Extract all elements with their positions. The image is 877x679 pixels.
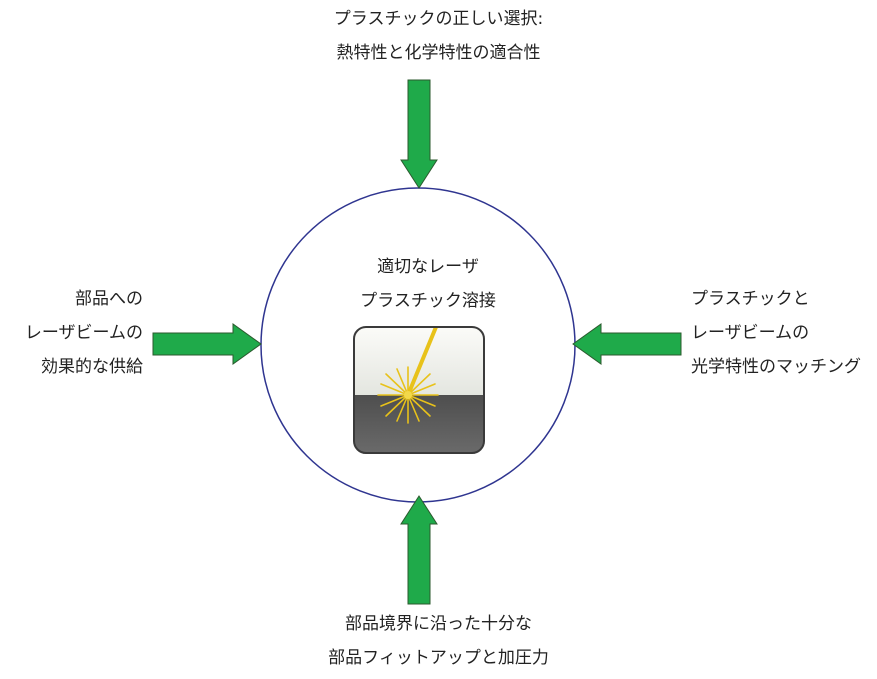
top-label: プラスチックの正しい選択: 熱特性と化学特性の適合性 <box>0 2 877 70</box>
top-label-line-1: プラスチックの正しい選択: <box>333 9 544 29</box>
right-arrow <box>572 323 682 365</box>
right-label-line-1: プラスチックと <box>691 289 810 309</box>
left-label-line-2: レーザビームの <box>24 323 143 343</box>
right-label: プラスチックと レーザビームの 光学特性のマッチング <box>691 282 861 384</box>
bottom-arrow <box>400 495 438 605</box>
bottom-label: 部品境界に沿った十分な 部品フィットアップと加圧力 <box>0 607 877 675</box>
center-label-line-2: プラスチック溶接 <box>360 291 496 311</box>
left-label-line-1: 部品への <box>75 289 143 309</box>
right-label-line-3: 光学特性のマッチング <box>691 357 861 377</box>
top-label-line-2: 熱特性と化学特性の適合性 <box>336 43 541 63</box>
left-label-line-3: 効果的な供給 <box>41 357 143 377</box>
bottom-label-line-2: 部品フィットアップと加圧力 <box>328 648 549 668</box>
left-arrow <box>152 323 262 365</box>
center-label-line-1: 適切なレーザ <box>377 257 479 277</box>
center-label: 適切なレーザ プラスチック溶接 <box>318 250 538 318</box>
right-label-line-2: レーザビームの <box>691 323 810 343</box>
bottom-label-line-1: 部品境界に沿った十分な <box>345 614 532 634</box>
laser-weld-icon <box>353 326 485 454</box>
top-arrow <box>400 79 438 189</box>
left-label: 部品への レーザビームの 効果的な供給 <box>25 282 143 384</box>
